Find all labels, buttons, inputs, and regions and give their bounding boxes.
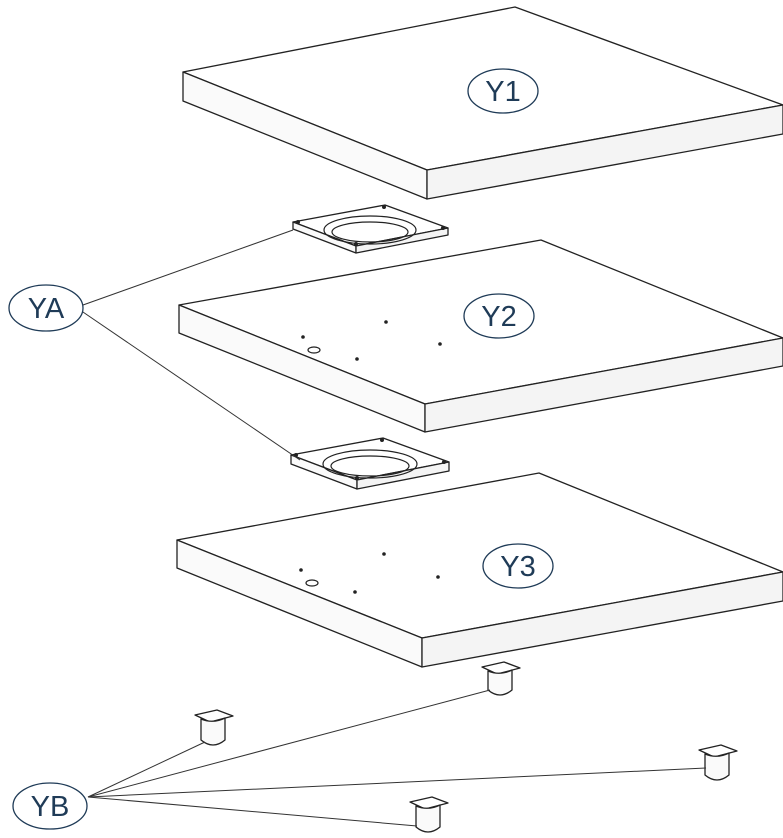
label-y2: Y2 (463, 293, 535, 339)
fan-lower (290, 437, 450, 490)
foot-1 (481, 661, 521, 696)
leader-lines-ya (79, 229, 301, 461)
label-yb: YB (12, 782, 88, 830)
svg-text:YB: YB (31, 791, 70, 823)
label-ya: YA (8, 284, 84, 332)
foot-2 (194, 709, 234, 746)
plate-y2 (178, 239, 783, 433)
leader-lines-yb (87, 689, 707, 827)
label-y1: Y1 (467, 68, 539, 114)
svg-text:Y3: Y3 (500, 551, 535, 583)
svg-text:Y1: Y1 (485, 76, 520, 108)
foot-4 (409, 796, 449, 833)
svg-text:YA: YA (28, 293, 65, 325)
svg-text:Y2: Y2 (481, 301, 516, 333)
foot-3 (698, 744, 738, 781)
label-y3: Y3 (482, 543, 554, 589)
fan-upper (292, 204, 449, 254)
plate-y3 (176, 472, 783, 668)
